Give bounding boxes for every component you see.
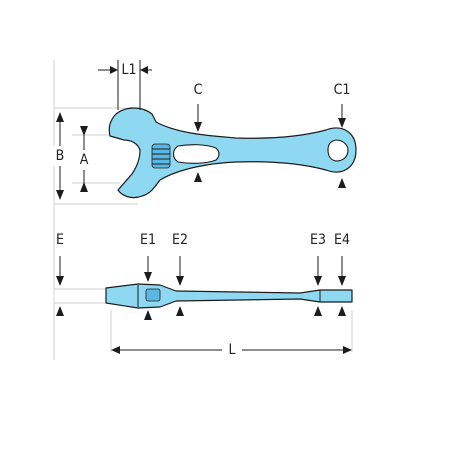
label-E4: E4: [334, 232, 350, 248]
wrench-body: [108, 107, 357, 199]
label-E2: E2: [172, 232, 188, 248]
dim-E: E: [56, 232, 64, 316]
dim-B: B: [52, 112, 68, 200]
dim-E1: E1: [140, 232, 156, 320]
label-B: B: [56, 148, 65, 164]
label-L: L: [228, 342, 235, 358]
wrench-side-view: [105, 283, 353, 309]
dim-L1: L1: [98, 60, 152, 110]
ring-end-hole: [327, 139, 349, 162]
dim-E4: E4: [334, 232, 350, 316]
label-L1: L1: [121, 62, 136, 78]
label-E: E: [56, 232, 64, 248]
label-A: A: [80, 152, 89, 168]
dim-C1: C1: [334, 82, 351, 188]
wrench-top-view: [108, 107, 357, 199]
label-E1: E1: [140, 232, 156, 248]
dim-L: L: [111, 342, 352, 358]
wrench-side-body: [105, 283, 353, 309]
guide-lines: [53, 60, 353, 360]
label-E3: E3: [310, 232, 326, 248]
label-C1: C1: [334, 82, 351, 98]
wrench-slot: [172, 144, 220, 164]
dim-A: A: [76, 126, 92, 192]
label-C: C: [194, 82, 203, 98]
dim-E3: E3: [310, 232, 326, 316]
dim-C: C: [194, 82, 203, 182]
adjusting-screw: [151, 143, 171, 169]
dim-E2: E2: [172, 232, 188, 316]
